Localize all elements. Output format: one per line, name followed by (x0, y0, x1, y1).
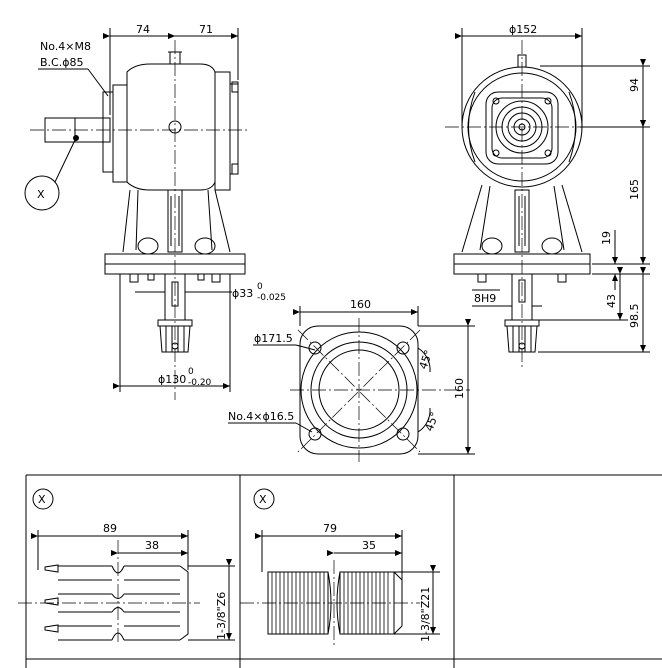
detail-1-marker (32, 488, 54, 510)
dim-43: 43 (605, 294, 618, 308)
detail-2-marker-label: X (259, 493, 267, 506)
input-shaft (44, 117, 111, 143)
bolt-spec-line1: No.4×M8 (40, 40, 91, 53)
detail-1-spline-length: 38 (145, 539, 159, 552)
detail-1-marker-label: X (38, 493, 46, 506)
base-diameter: ϕ130 (158, 373, 186, 386)
keyway-spec: 8H9 (474, 292, 496, 305)
bolt-circle: ϕ171.5 (254, 332, 293, 345)
dim-19: 19 (600, 231, 613, 245)
detail-2-marker (253, 488, 275, 510)
flange-view (228, 306, 475, 462)
gear-housing (126, 63, 216, 191)
shaft-diameter: ϕ33 (232, 287, 253, 300)
dim-152: ϕ152 (509, 23, 537, 36)
base-tol-upper: 0 (188, 367, 194, 377)
flange-holes: No.4×ϕ16.5 (228, 410, 294, 423)
input-flange (102, 91, 114, 173)
dim-94: 94 (628, 78, 641, 92)
base-tol-lower: -0.20 (188, 378, 212, 388)
detail-marker-label: X (37, 188, 45, 201)
angle-bottom: 45° (423, 410, 442, 433)
detail-2-spec: 1-3/8"Z21 (419, 587, 432, 642)
detail-x-marker (24, 175, 60, 211)
shaft-tol-upper: 0 (257, 282, 263, 292)
detail-splined-shaft (18, 488, 235, 645)
front-view (445, 28, 650, 370)
flange-height: 160 (453, 378, 466, 399)
detail-1-spec: 1-3/8"Z6 (215, 592, 228, 640)
detail-2-spline-length: 35 (362, 539, 376, 552)
side-view (24, 28, 250, 400)
bolt-spec-line2: B.C.ϕ85 (40, 56, 83, 69)
angle-top: 45° (417, 348, 436, 371)
dim-165: 165 (628, 179, 641, 200)
detail-2-length: 79 (323, 522, 337, 535)
dim-74: 74 (136, 23, 150, 36)
detail-table (25, 474, 662, 668)
shaft-tol-lower: -0.025 (257, 293, 286, 303)
flange-width: 160 (350, 298, 371, 311)
dim-98-5: 98.5 (628, 304, 641, 329)
detail-1-length: 89 (103, 522, 117, 535)
dim-71: 71 (199, 23, 213, 36)
detail-involute-shaft (240, 488, 440, 645)
